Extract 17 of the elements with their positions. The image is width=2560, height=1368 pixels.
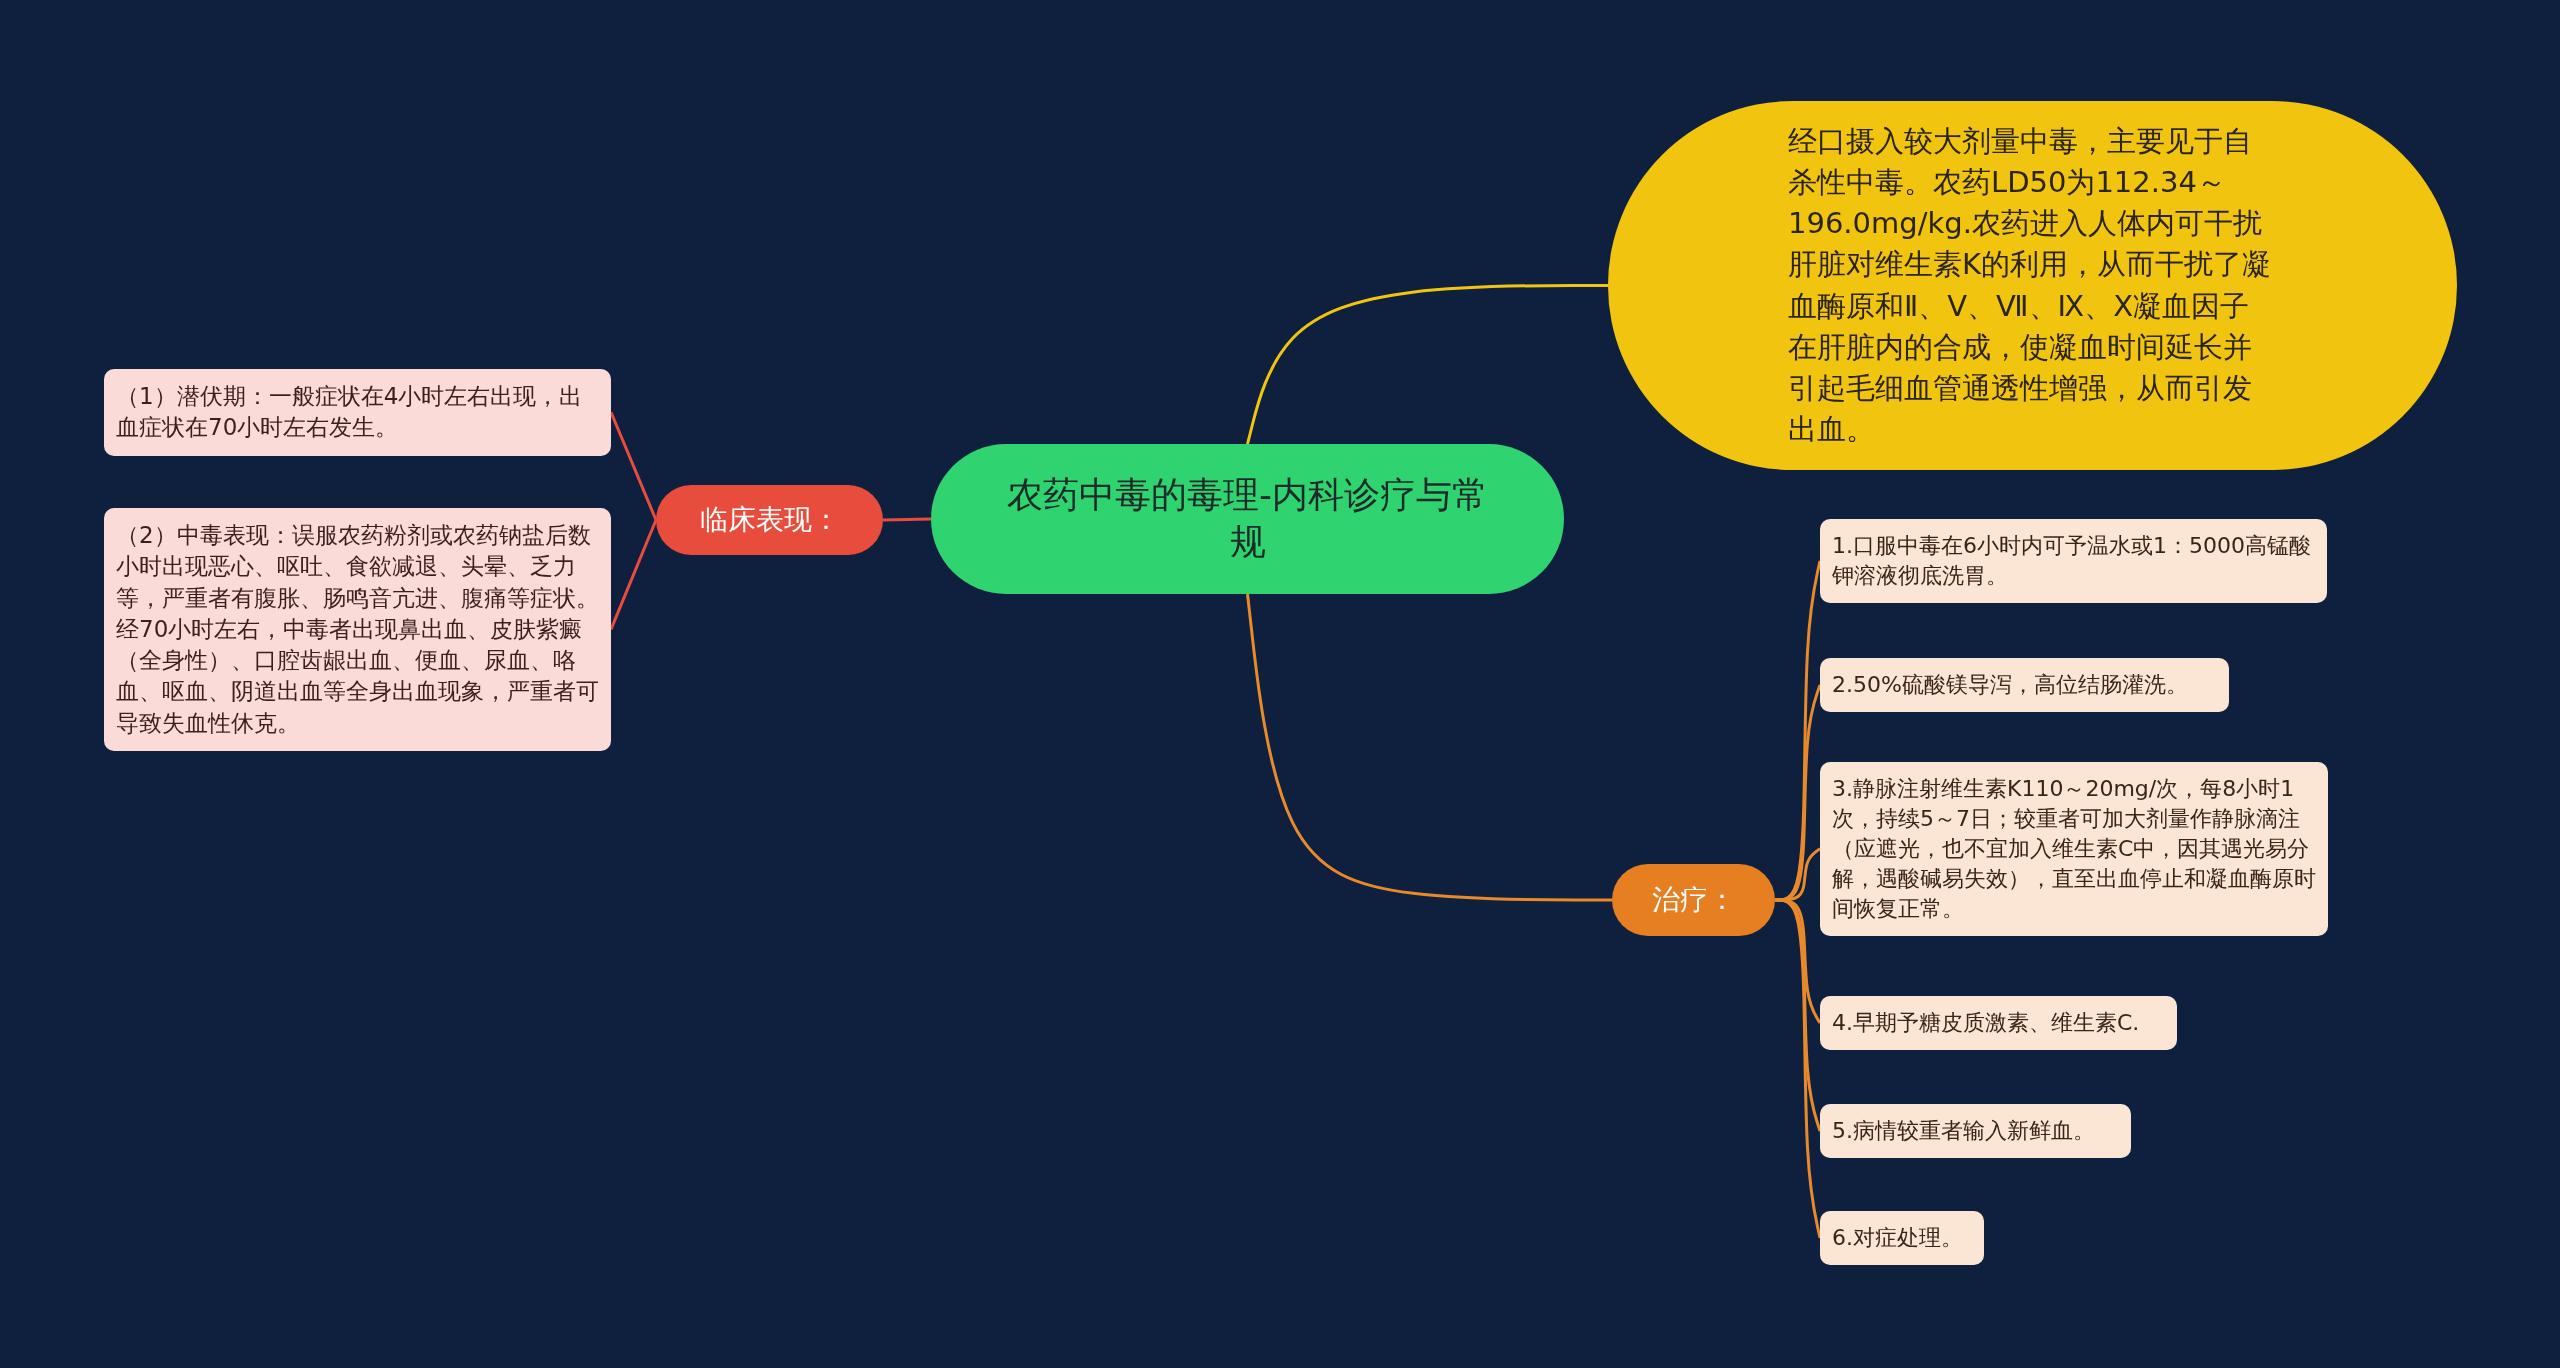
detail-node: 1.口服中毒在6小时内可予温水或1：5000高锰酸钾溶液彻底洗胃。 bbox=[1820, 519, 2327, 603]
connector-line bbox=[1246, 593, 1612, 902]
detail-node: （1）潜伏期：一般症状在4小时左右出现，出血症状在70小时左右发生。 bbox=[104, 369, 611, 456]
connector-line bbox=[1246, 284, 1608, 445]
detail-node: 5.病情较重者输入新鲜血。 bbox=[1820, 1104, 2131, 1158]
detail-node: 4.早期予糖皮质激素、维生素C. bbox=[1820, 996, 2177, 1050]
connector-line bbox=[609, 411, 658, 521]
topic-node: 农药中毒的毒理-内科诊疗与常规 bbox=[931, 444, 1564, 594]
detail-node: 3.静脉注射维生素K110～20mg/次，每8小时1次，持续5～7日；较重者可加大剂量作静脉滴注（应遮光，也不宜加入维生素C中，因其遇光易分解，遇酸碱易失效），直至出血停止和凝血酶原时间恢复正常。 bbox=[1820, 762, 2328, 936]
connector-line bbox=[609, 519, 658, 630]
detail-node: （2）中毒表现：误服农药粉剂或农药钠盐后数小时出现恶心、呕吐、食欲减退、头晕、乏力等，严重者有腹胀、肠鸣音亢进、腹痛等症状。经70小时左右，中毒者出现鼻出血、皮肤紫癜（全身性）、口腔齿龈出血、便血、尿血、咯血、呕血、阴道出血等全身出血现象，严重者可导致失血性休克。 bbox=[104, 508, 611, 751]
connector-line bbox=[882, 517, 932, 522]
text-node: 经口摄入较大剂量中毒，主要见于自杀性中毒。农药LD50为112.34～196.0mg/kg.农药进入人体内可干扰肝脏对维生素K的利用，从而干扰了凝血酶原和Ⅱ、Ⅴ、Ⅶ、Ⅸ、Ⅹ凝血因子在肝脏内的合成，使凝血时间延长并引起毛细血管通透性增强，从而引发出血。 bbox=[1608, 101, 2457, 470]
branch-node: 临床表现： bbox=[656, 485, 883, 555]
detail-node: 2.50%硫酸镁导泻，高位结肠灌洗。 bbox=[1820, 658, 2229, 712]
detail-node: 6.对症处理。 bbox=[1820, 1211, 1984, 1265]
branch-node: 治疗： bbox=[1612, 864, 1775, 936]
